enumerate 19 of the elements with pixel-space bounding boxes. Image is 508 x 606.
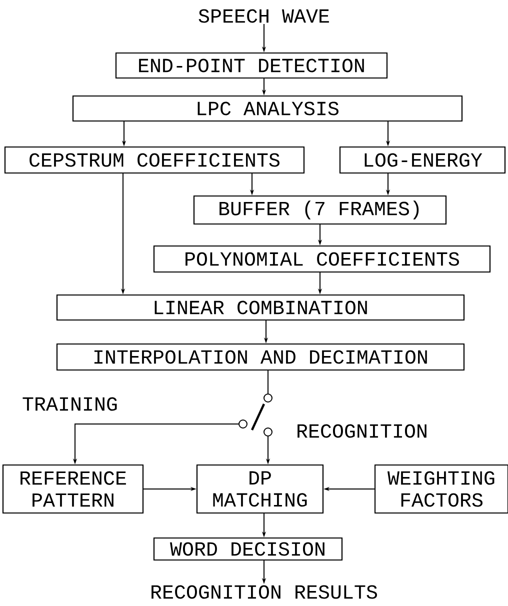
process-box: DP MATCHING (196, 464, 324, 514)
process-box: POLYNOMIAL COEFFICIENTS (153, 245, 491, 273)
switch-terminal (264, 394, 272, 402)
process-box: WEIGHTING FACTORS (374, 464, 508, 514)
switch-label: TRAINING (22, 397, 117, 411)
switch-terminal (264, 428, 272, 436)
process-box: BUFFER (7 FRAMES) (193, 195, 447, 225)
process-box: INTERPOLATION AND DECIMATION (56, 343, 465, 371)
switch-terminal (238, 420, 248, 428)
input-text: SPEECH WAVE (198, 9, 329, 23)
output-text: RECOGNITION RESULTS (152, 585, 377, 599)
process-box: CEPSTRUM COEFFICIENTS (4, 146, 305, 174)
process-box: END-POINT DETECTION (115, 52, 388, 79)
process-box: LPC ANALYSIS (72, 95, 463, 122)
process-box: WORD DECISION (153, 537, 343, 561)
process-box: REFERENCE PATTERN (2, 464, 144, 514)
process-box: LINEAR COMBINATION (56, 294, 465, 321)
process-box: LOG-ENERGY (339, 146, 506, 174)
switch-label: RECOGNITION (298, 424, 426, 438)
